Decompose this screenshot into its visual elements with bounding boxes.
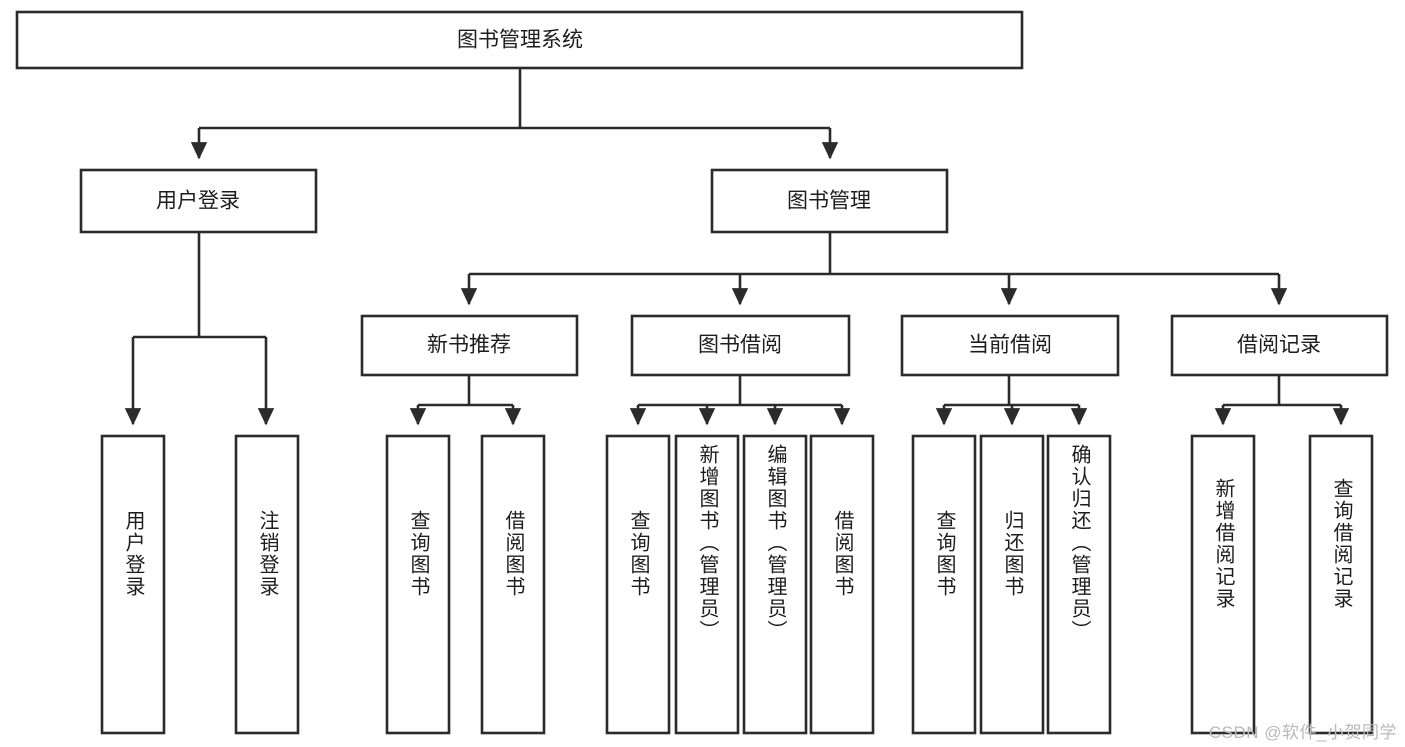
connector-group-borrow-records [1214,375,1350,426]
node-book-manage-box[interactable] [710,168,949,234]
node-book-manage[interactable]: 图书管理 [710,168,949,234]
leaf-group-borrow-records [1190,434,1374,735]
node-book-manage-label: 图书管理 [787,190,871,213]
leaf-box-borrow-records-0[interactable] [1190,434,1256,735]
node-book-borrow[interactable]: 图书借阅 [630,314,851,377]
leaf-group-new-book [385,434,546,735]
node-new-book-recommend-label: 新书推荐 [427,334,511,357]
leaf-box-user-login-1[interactable] [234,434,300,735]
leaf-box-book-borrow-0[interactable] [605,434,671,735]
node-book-borrow-label: 图书借阅 [698,334,782,357]
leaf-group-book-borrow [605,434,875,735]
connector-group-new-book [409,375,522,426]
node-book-borrow-box[interactable] [630,314,851,377]
leaf-group-current-borrow [911,434,1112,735]
leaf-box-borrow-records-1[interactable] [1308,434,1374,735]
leaf-box-current-borrow-0[interactable] [911,434,977,735]
node-borrow-records-box[interactable] [1170,314,1389,377]
node-root-label: 图书管理系统 [457,29,583,52]
node-new-book-recommend-box[interactable] [360,314,579,377]
connector-group-book-borrow [629,375,851,426]
leaf-box-book-borrow-3[interactable] [809,434,875,735]
node-user-login[interactable]: 用户登录 [79,168,318,234]
leaf-box-current-borrow-2[interactable] [1046,434,1112,735]
node-borrow-records[interactable]: 借阅记录 [1170,314,1389,377]
connector-group-book-manage [460,232,1288,306]
leaf-group-user-login [100,434,300,735]
leaf-box-book-borrow-2[interactable] [742,434,808,735]
node-current-borrow-label: 当前借阅 [968,334,1052,357]
node-borrow-records-label: 借阅记录 [1237,334,1321,357]
leaf-box-user-login-0[interactable] [100,434,166,735]
leaf-box-book-borrow-1[interactable] [674,434,740,735]
node-new-book-recommend[interactable]: 新书推荐 [360,314,579,377]
node-user-login-label: 用户登录 [156,190,240,213]
leaf-box-current-borrow-1[interactable] [979,434,1045,735]
leaf-box-new-book-0[interactable] [385,434,451,735]
leaf-box-new-book-1[interactable] [480,434,546,735]
node-root-box[interactable] [15,10,1024,70]
node-user-login-box[interactable] [79,168,318,234]
connector-group-current-borrow [935,375,1088,426]
node-root[interactable]: 图书管理系统 [15,10,1024,70]
connector-group-user-login [124,232,275,426]
node-current-borrow[interactable]: 当前借阅 [900,314,1120,377]
connector-group-root [190,68,839,160]
node-current-borrow-box[interactable] [900,314,1120,377]
